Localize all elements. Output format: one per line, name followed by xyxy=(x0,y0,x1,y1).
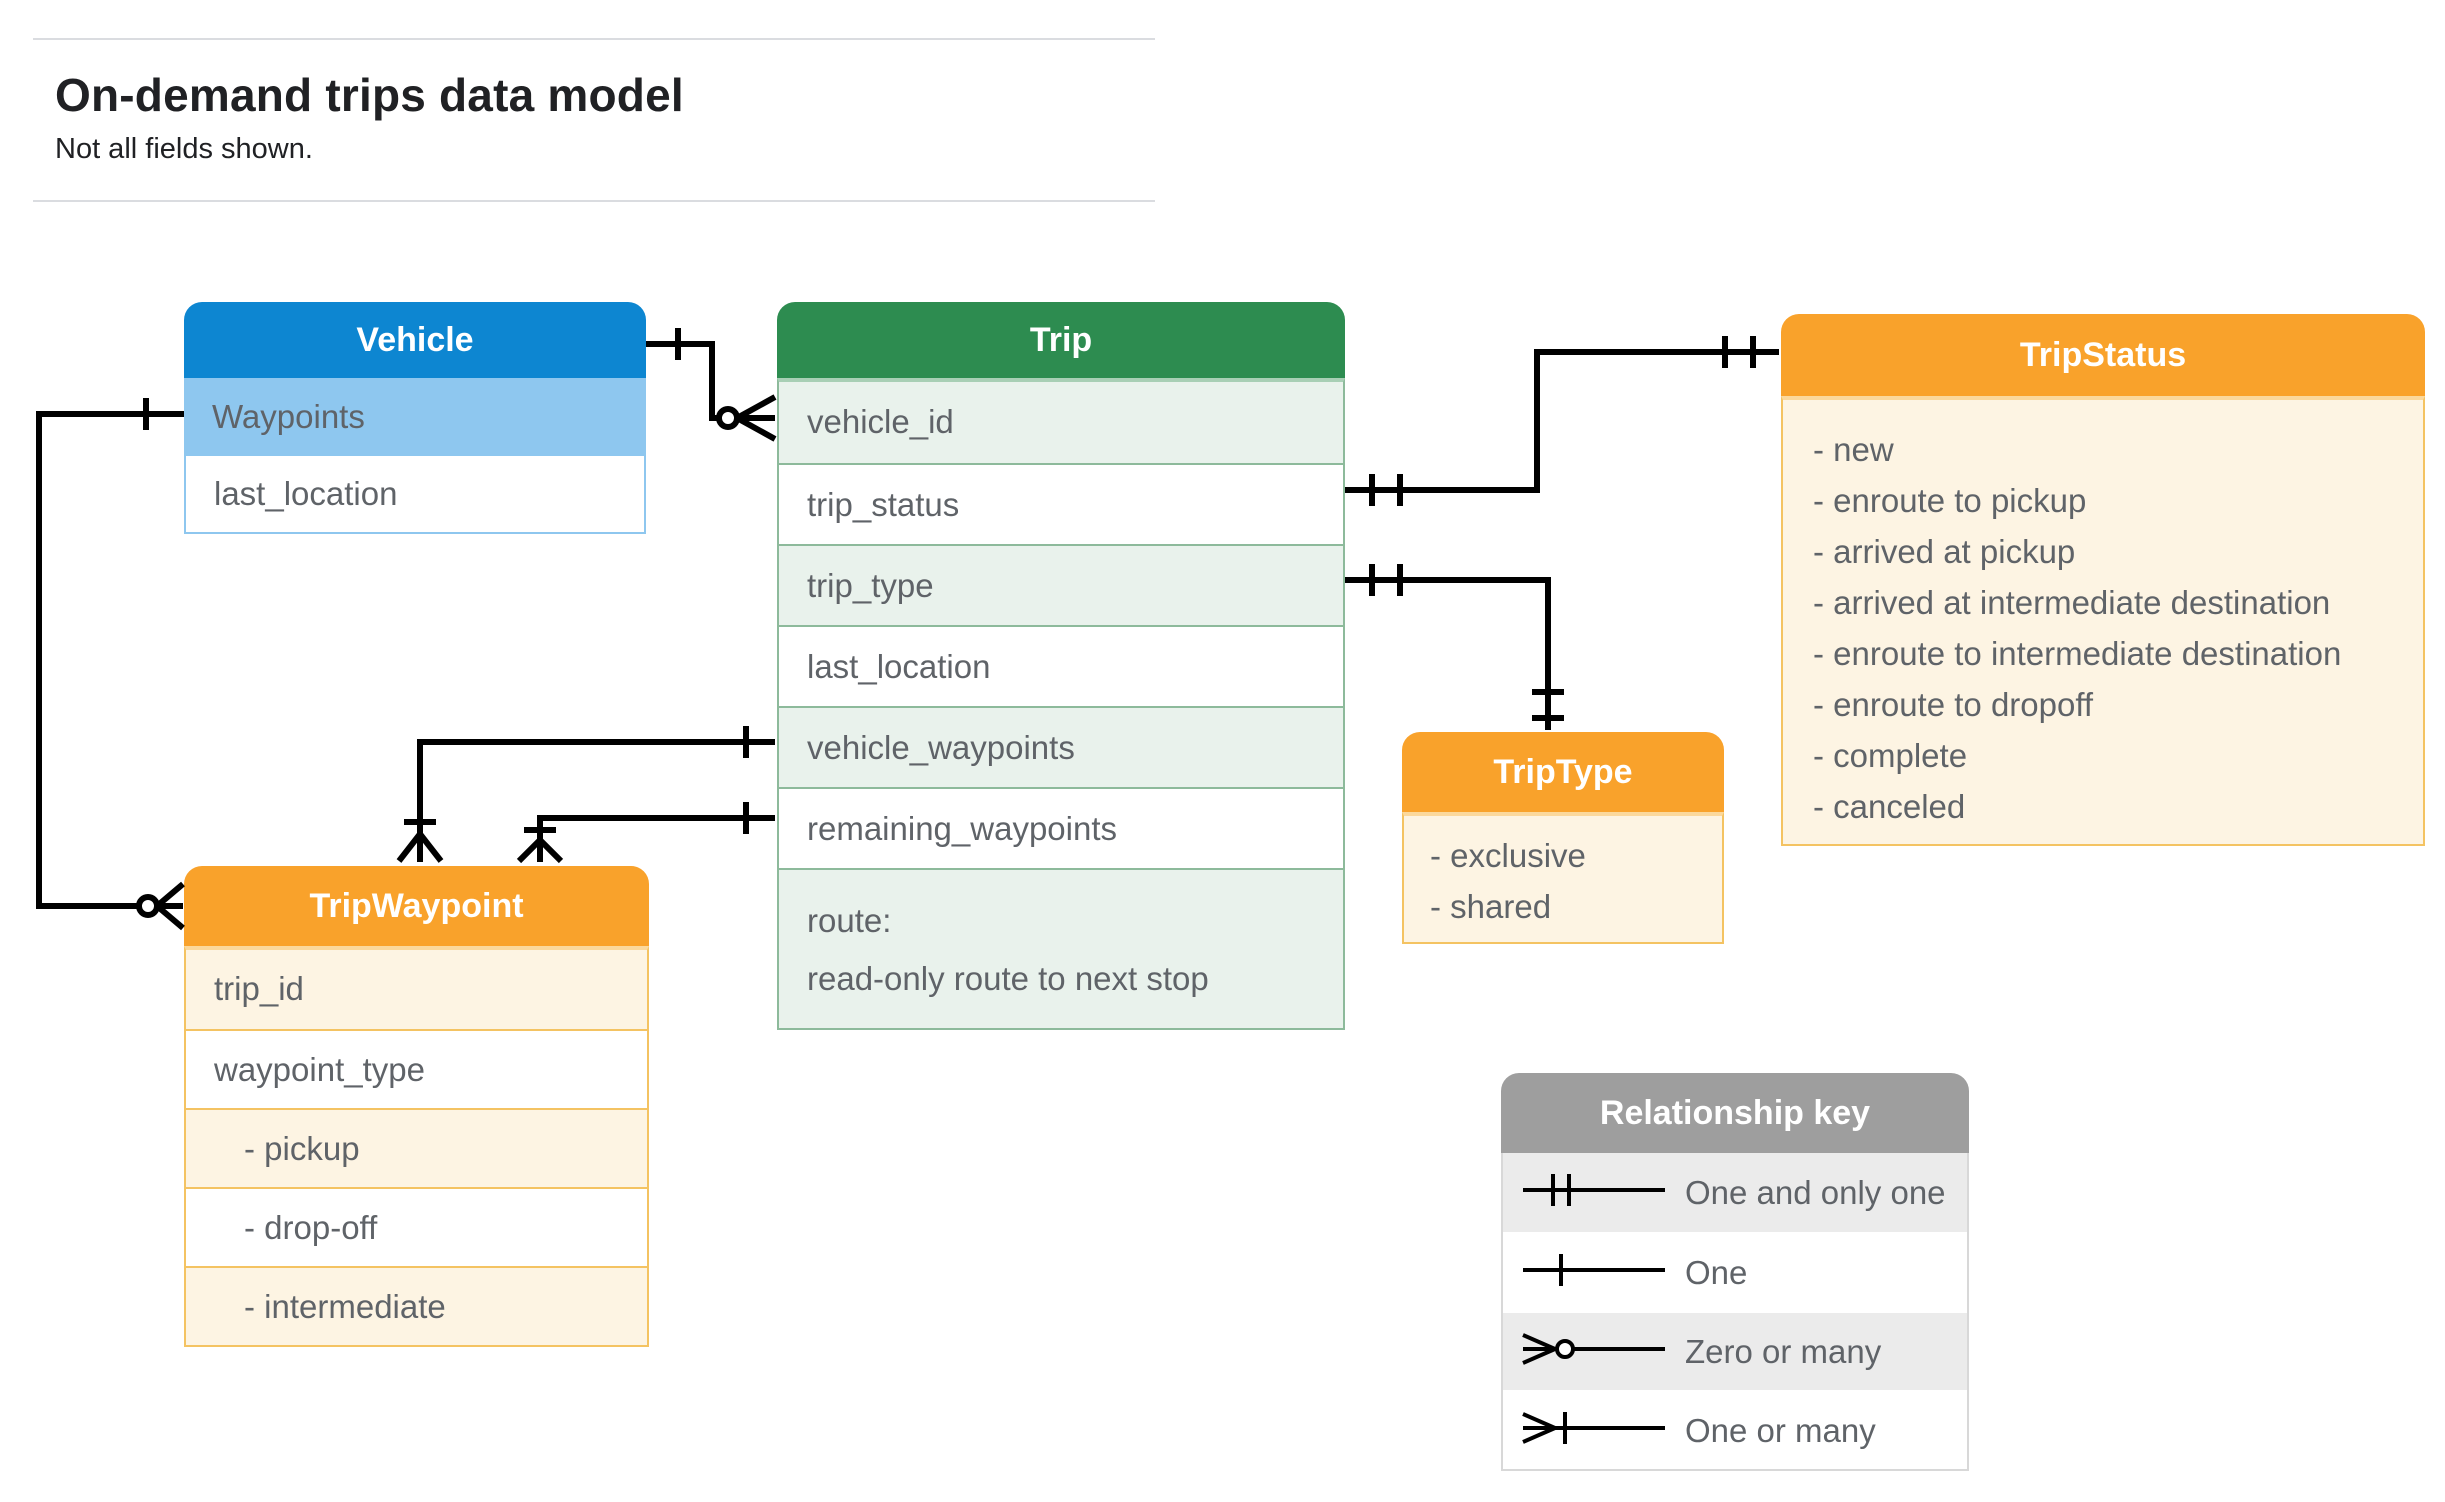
legend-label: One or many xyxy=(1685,1411,1876,1449)
trip-row-vehicle-id: vehicle_id xyxy=(779,382,1343,463)
triptype-table: TripType - exclusive - shared xyxy=(1402,732,1724,944)
title-bottom-divider xyxy=(33,200,1155,202)
trip-table-header: Trip xyxy=(777,302,1345,378)
legend-row-one-or-many: One or many xyxy=(1503,1390,1967,1469)
trip-route-line1: route: xyxy=(807,902,892,939)
top-divider xyxy=(33,38,1155,40)
tripstatus-item-enroute-to-dropoff: - enroute to dropoff xyxy=(1813,686,2094,723)
tripstatus-item-arrived-at-intermediate-destination: - arrived at intermediate destination xyxy=(1813,584,2331,621)
legend-row-zero-or-many: Zero or many xyxy=(1503,1311,1967,1390)
vehicle-row-last-location: last_location xyxy=(184,456,646,534)
relationship-key: Relationship key One and only one One Ze… xyxy=(1501,1073,1969,1471)
tripstatus-table-header: TripStatus xyxy=(1781,314,2425,396)
tripwaypoint-table-header: TripWaypoint xyxy=(184,866,649,946)
trip-row-trip-status: trip_status xyxy=(779,463,1343,544)
legend-row-one-and-only-one: One and only one xyxy=(1503,1153,1967,1232)
legend-label: One xyxy=(1685,1253,1748,1291)
trip-row-route: route: read-only route to next stop xyxy=(779,868,1343,1028)
tripwaypoint-row-trip-id: trip_id xyxy=(186,950,647,1029)
vehicle-table-header: Vehicle xyxy=(184,302,646,378)
vehicle-row-waypoints: Waypoints xyxy=(184,378,646,456)
trip-row-trip-type: trip_type xyxy=(779,544,1343,625)
tripwaypoint-row-drop-off: - drop-off xyxy=(186,1187,647,1266)
one-icon xyxy=(1503,1250,1685,1295)
zero-or-many-icon xyxy=(1503,1329,1685,1374)
relationship-key-header: Relationship key xyxy=(1501,1073,1969,1153)
one-and-only-one-icon xyxy=(1503,1170,1685,1215)
trip-row-last-location: last_location xyxy=(779,625,1343,706)
connector-vehicle-waypoints-to-tripwaypoint xyxy=(36,398,185,931)
trip-row-remaining-waypoints: remaining_waypoints xyxy=(779,787,1343,868)
trip-row-vehicle-waypoints: vehicle_waypoints xyxy=(779,706,1343,787)
vehicle-table: Vehicle Waypoints last_location xyxy=(184,302,646,534)
connector-remaining-waypoints-to-tripwaypoint xyxy=(516,802,775,864)
page-subtitle: Not all fields shown. xyxy=(55,133,313,165)
tripstatus-item-enroute-to-pickup: - enroute to pickup xyxy=(1813,482,2087,519)
triptype-item-shared: - shared xyxy=(1430,888,1552,925)
tripwaypoint-table: TripWaypoint trip_id waypoint_type - pic… xyxy=(184,866,649,1347)
triptype-table-header: TripType xyxy=(1402,732,1724,812)
tripstatus-item-complete: - complete xyxy=(1813,737,1968,774)
trip-route-line2: read-only route to next stop xyxy=(807,960,1209,997)
legend-row-one: One xyxy=(1503,1232,1967,1311)
connector-vehicle-waypoints-field-to-tripwaypoint xyxy=(396,726,775,863)
one-or-many-icon xyxy=(1503,1408,1685,1453)
legend-label: One and only one xyxy=(1685,1173,1946,1211)
tripwaypoint-row-intermediate: - intermediate xyxy=(186,1266,647,1345)
tripstatus-item-new: - new xyxy=(1813,431,1894,468)
triptype-item-exclusive: - exclusive xyxy=(1430,837,1586,874)
connector-trip-status-to-tripstatus xyxy=(1345,336,1779,506)
tripwaypoint-row-pickup: - pickup xyxy=(186,1108,647,1187)
tripstatus-item-arrived-at-pickup: - arrived at pickup xyxy=(1813,533,2076,570)
tripstatus-table: TripStatus - new - enroute to pickup - a… xyxy=(1781,314,2425,846)
legend-label: Zero or many xyxy=(1685,1332,1882,1370)
trip-table: Trip vehicle_id trip_status trip_type la… xyxy=(777,302,1345,1030)
tripstatus-item-enroute-to-intermediate-destination: - enroute to intermediate destination xyxy=(1813,635,2342,672)
page-title: On-demand trips data model xyxy=(55,69,684,121)
tripwaypoint-row-waypoint-type: waypoint_type xyxy=(186,1029,647,1108)
tripstatus-item-canceled: - canceled xyxy=(1813,788,1966,825)
connector-vehicle-to-trip xyxy=(646,328,777,442)
connector-trip-type-to-triptype xyxy=(1345,564,1564,730)
